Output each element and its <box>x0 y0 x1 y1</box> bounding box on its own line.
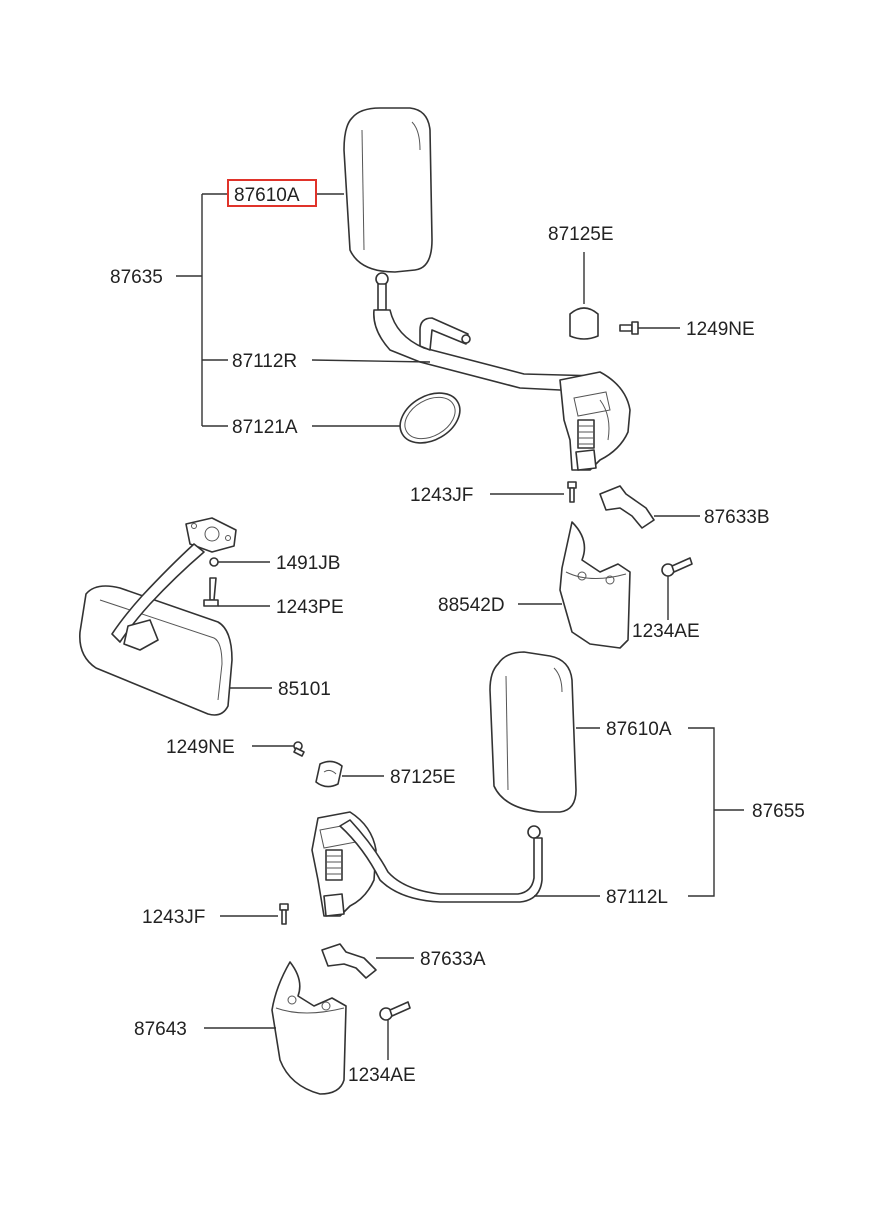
inside-mirror-85101[interactable] <box>79 517 237 716</box>
bolt-1243jf-top[interactable] <box>567 481 577 503</box>
mirror-glass-87121a[interactable] <box>391 383 468 453</box>
label-1491jb[interactable]: 1491JB <box>276 553 340 574</box>
screw-1243pe[interactable] <box>203 577 219 607</box>
label-1234ae-bottom[interactable]: 1234AE <box>348 1065 416 1086</box>
label-87112l[interactable]: 87112L <box>606 887 668 908</box>
mirror-head-right[interactable] <box>343 107 433 273</box>
label-88542d[interactable]: 88542D <box>438 595 505 616</box>
bolt-1243jf-bottom[interactable] <box>279 903 289 925</box>
part-labels: 87610A 87635 87125E 1249NE 87112R 87121A… <box>110 185 805 1086</box>
label-87125e-bottom[interactable]: 87125E <box>390 767 456 788</box>
cover-88542d[interactable] <box>559 521 631 649</box>
nut-1491jb[interactable] <box>209 557 219 567</box>
label-1243pe[interactable]: 1243PE <box>276 597 344 618</box>
screw-1234ae-top[interactable] <box>661 557 693 577</box>
cap-87125e-bottom[interactable] <box>315 760 343 788</box>
label-87633a[interactable]: 87633A <box>420 949 486 970</box>
label-1243jf-bottom[interactable]: 1243JF <box>142 907 205 928</box>
label-87655[interactable]: 87655 <box>752 801 805 822</box>
screw-1249ne-top[interactable] <box>619 321 639 335</box>
plate-87633b[interactable] <box>599 485 655 529</box>
label-1249ne-bottom[interactable]: 1249NE <box>166 737 235 758</box>
label-87610a-top[interactable]: 87610A <box>234 185 300 206</box>
label-1243jf-top[interactable]: 1243JF <box>410 485 473 506</box>
highlight-box <box>227 179 317 207</box>
leader-lines <box>176 193 744 1060</box>
label-87112r[interactable]: 87112R <box>232 351 297 372</box>
label-85101[interactable]: 85101 <box>278 679 331 700</box>
label-87121a[interactable]: 87121A <box>232 417 298 438</box>
label-1249ne-top[interactable]: 1249NE <box>686 319 755 340</box>
screw-1249ne-bottom[interactable] <box>293 741 305 757</box>
screw-1234ae-bottom[interactable] <box>379 1001 411 1021</box>
label-87633b[interactable]: 87633B <box>704 507 770 528</box>
label-87610a-bottom[interactable]: 87610A <box>606 719 672 740</box>
cap-87125e-top[interactable] <box>569 307 599 340</box>
label-87635[interactable]: 87635 <box>110 267 163 288</box>
mirror-bracket-right[interactable] <box>559 371 631 471</box>
label-87125e-top[interactable]: 87125E <box>548 224 614 245</box>
cover-87643[interactable] <box>271 961 347 1095</box>
mirror-stay-left[interactable] <box>339 819 543 903</box>
mirror-stay-right[interactable] <box>373 272 601 393</box>
label-87643[interactable]: 87643 <box>134 1019 187 1040</box>
label-1234ae-top[interactable]: 1234AE <box>632 621 700 642</box>
mirror-head-left[interactable] <box>489 651 577 813</box>
plate-87633a[interactable] <box>321 943 377 979</box>
